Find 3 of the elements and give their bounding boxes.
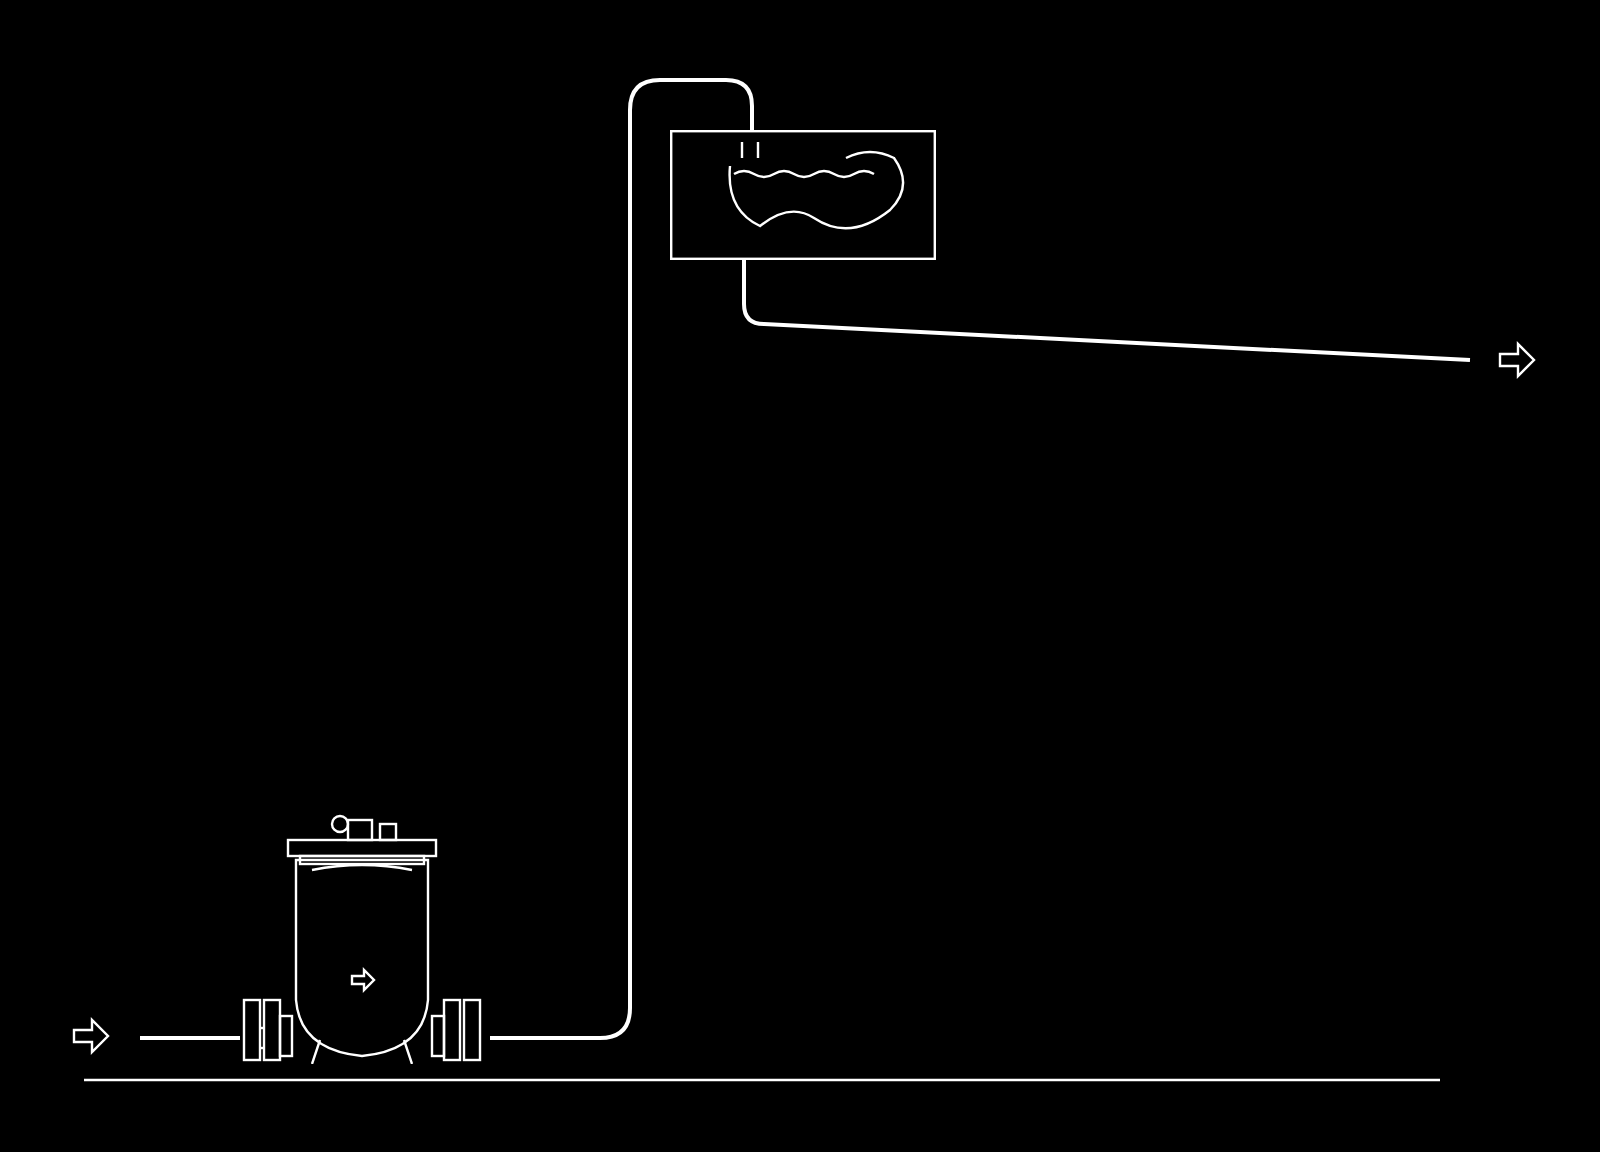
pipe bbox=[490, 78, 754, 1040]
pipe bbox=[140, 1036, 240, 1040]
pipe bbox=[742, 260, 1471, 362]
